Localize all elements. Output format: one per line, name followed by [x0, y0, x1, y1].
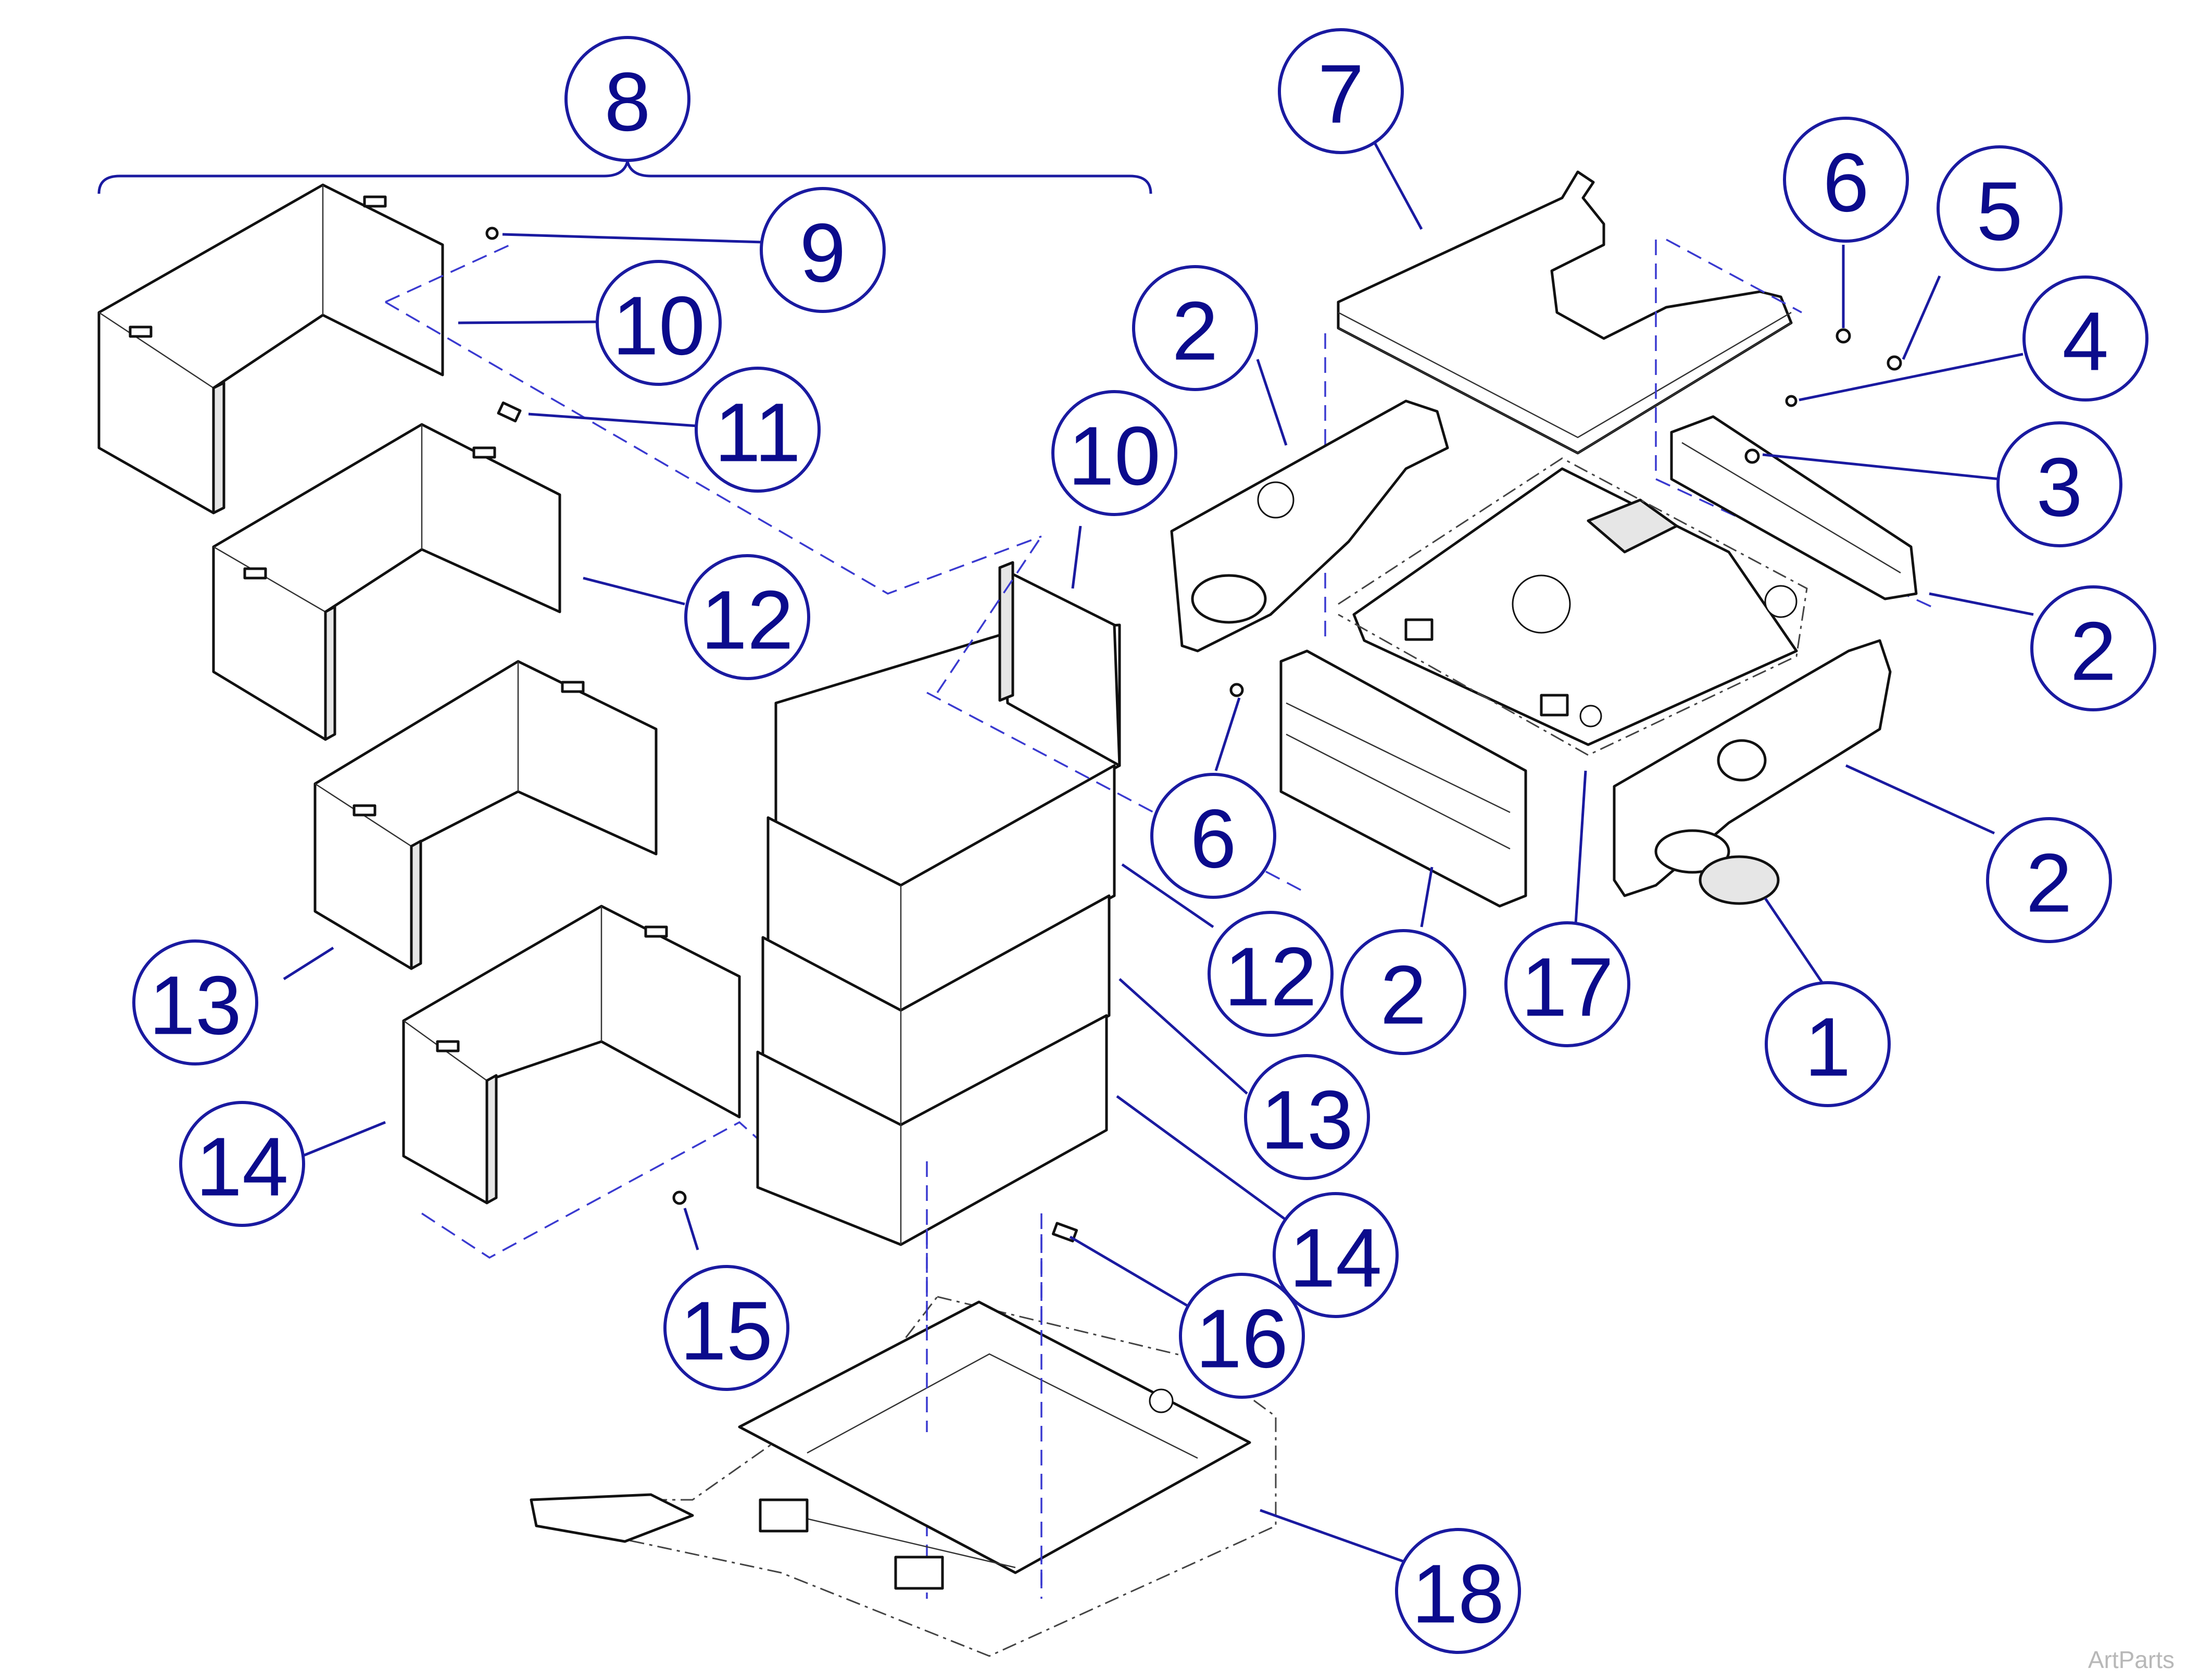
- fastener-4: [1785, 395, 1798, 407]
- artparts-watermark: ArtParts: [2088, 1646, 2175, 1673]
- callout-5: 5: [1937, 145, 2063, 271]
- callout-14-left-label: 14: [196, 1120, 288, 1213]
- callout-15-label: 15: [680, 1284, 773, 1377]
- callout-10-upper: 10: [596, 260, 722, 386]
- fastener-3: [1744, 448, 1760, 464]
- callout-6-top-label: 6: [1823, 136, 1869, 229]
- assembly-line-frame: [926, 1229, 1042, 1594]
- group-bracket-8: [97, 161, 1152, 194]
- callout-7: 7: [1278, 28, 1404, 154]
- top-plate-7: [1337, 170, 1793, 455]
- callout-12-left: 12: [684, 554, 810, 680]
- callout-11: 11: [695, 367, 821, 493]
- callout-12-right: 12: [1208, 911, 1334, 1037]
- callout-1-label: 1: [1805, 1000, 1851, 1094]
- callout-6-top: 6: [1783, 117, 1909, 243]
- fastener-6-top: [1836, 328, 1851, 344]
- callout-2-right-bracket-label: 2: [2070, 605, 2117, 698]
- callout-18-label: 18: [1412, 1547, 1504, 1640]
- callout-12-right-label: 12: [1224, 930, 1317, 1023]
- fastener-5: [1887, 355, 1902, 371]
- callout-13-right-label: 13: [1261, 1073, 1353, 1167]
- callout-2-upper-left-label: 2: [1172, 284, 1218, 378]
- callout-1: 1: [1765, 981, 1891, 1107]
- callout-5-label: 5: [1977, 165, 2023, 258]
- callout-15: 15: [663, 1265, 789, 1391]
- callout-8: 8: [564, 36, 690, 162]
- callout-13-left: 13: [132, 939, 258, 1065]
- assembled-cover-stack: [756, 561, 1121, 1246]
- callout-10-upper-label: 10: [612, 279, 705, 372]
- callout-16-label: 16: [1196, 1292, 1288, 1385]
- cover-panel-14-left: [402, 905, 741, 1205]
- callout-2-side-cover-label: 2: [2026, 836, 2072, 930]
- side-bracket-2-upper-right: [1670, 415, 1918, 600]
- callout-10-right-label: 10: [1068, 409, 1161, 503]
- callout-17: 17: [1504, 921, 1630, 1047]
- callout-13-right: 13: [1244, 1054, 1370, 1180]
- callout-2-upper-left: 2: [1132, 265, 1258, 391]
- fastener-11: [497, 401, 522, 423]
- callout-13-left-label: 13: [149, 959, 242, 1052]
- side-panel-2-upper-left: [1170, 399, 1449, 653]
- callout-2-right-bracket: 2: [2030, 585, 2156, 711]
- callout-6-mid-label: 6: [1190, 792, 1237, 885]
- callout-9: 9: [760, 187, 886, 313]
- cover-panel-12-left: [212, 423, 561, 741]
- callout-7-label: 7: [1318, 47, 1364, 141]
- callout-14-left: 14: [179, 1101, 305, 1227]
- callout-18: 18: [1395, 1528, 1521, 1654]
- leader-lines: [283, 137, 2034, 1564]
- callout-2-side-cover: 2: [1986, 817, 2112, 943]
- fastener-15: [672, 1190, 687, 1205]
- assembly-line-left-1: [385, 244, 1042, 595]
- side-cover-2-right: [1613, 639, 1892, 897]
- cover-panel-10-left: [97, 183, 444, 515]
- callout-8-label: 8: [605, 55, 651, 148]
- callout-11-label: 11: [714, 386, 801, 479]
- callout-4-label: 4: [2063, 295, 2109, 388]
- callout-14-right: 14: [1273, 1192, 1399, 1318]
- base-plate-17: [1352, 467, 1798, 746]
- fastener-9: [485, 227, 499, 240]
- callout-16: 16: [1179, 1273, 1305, 1399]
- callout-3: 3: [1996, 421, 2122, 547]
- callout-10-right: 10: [1051, 390, 1177, 516]
- front-panel-2-center: [1279, 649, 1527, 908]
- fastener-6-mid: [1229, 683, 1244, 697]
- callout-4: 4: [2022, 275, 2148, 402]
- logo-plate-1: [1699, 855, 1780, 905]
- callout-2-front-panel: 2: [1340, 929, 1466, 1055]
- callout-12-left-label: 12: [701, 573, 794, 667]
- callout-9-label: 9: [800, 206, 846, 299]
- callout-3-label: 3: [2037, 441, 2083, 534]
- callout-14-right-label: 14: [1289, 1211, 1382, 1305]
- lift-frame-18: [530, 1296, 1277, 1657]
- cover-panel-13-left: [313, 660, 658, 970]
- callout-17-label: 17: [1521, 941, 1614, 1034]
- callout-6-mid: 6: [1150, 773, 1276, 899]
- callout-2-front-panel-label: 2: [1380, 948, 1427, 1042]
